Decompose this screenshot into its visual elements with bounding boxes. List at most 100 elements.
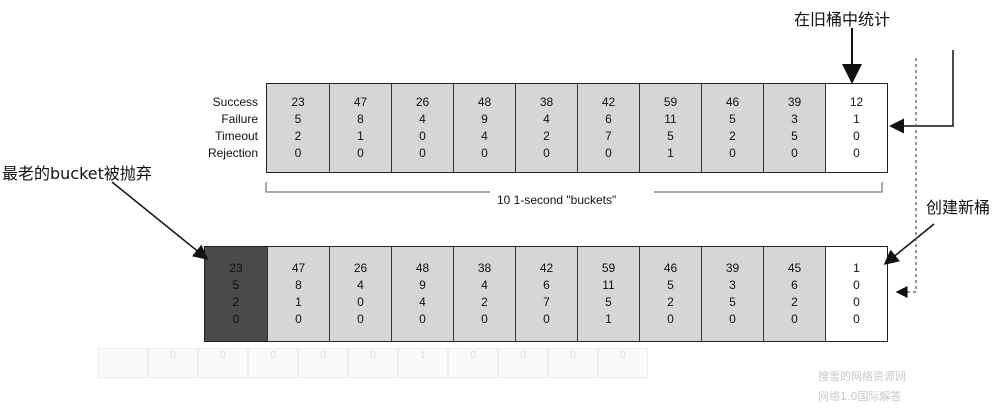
bucket-value: 2 — [791, 295, 798, 309]
bucket-value: 0 — [853, 129, 860, 143]
bucket-value: 9 — [481, 112, 488, 126]
bucket-value: 1 — [295, 295, 302, 309]
bucket-value: 23 — [229, 261, 243, 275]
arrow-oldest-discarded — [111, 181, 209, 260]
annotation-stat-in-old-bucket: 在旧桶中统计 — [794, 10, 891, 29]
bucket-value: 8 — [295, 278, 302, 292]
bucket-value: 39 — [725, 261, 740, 275]
bucket-cell: 48 9 4 0 — [391, 247, 453, 341]
faded-cell: 0 — [248, 348, 298, 378]
bucket-value: 5 — [729, 295, 736, 309]
faded-cell — [98, 348, 148, 378]
bucket-value: 1 — [667, 146, 674, 160]
watermark-line-1: 搜雪的网络资源网 — [818, 370, 906, 383]
faded-cell: 0 — [598, 348, 648, 378]
bucket-value: 4 — [543, 112, 550, 126]
bucket-value: 7 — [605, 129, 612, 143]
bucket-cell: 46 5 2 0 — [639, 247, 701, 341]
bucket-value: 0 — [853, 278, 860, 292]
bucket-value: 2 — [729, 129, 736, 143]
bucket-value: 4 — [419, 112, 426, 126]
bucket-value: 47 — [353, 95, 368, 109]
bucket-value: 6 — [605, 112, 612, 126]
watermark-line-2: 网络1.0国际解答 — [818, 390, 902, 403]
bucket-value: 48 — [477, 95, 492, 109]
bucket-value: 0 — [419, 312, 426, 326]
bucket-value: 6 — [791, 278, 798, 292]
bucket-value: 0 — [481, 312, 488, 326]
row-labels: Success Failure Timeout Rejection — [196, 94, 258, 162]
faded-cell: 0 — [348, 348, 398, 378]
bucket-value: 0 — [729, 312, 736, 326]
bucket-value: 3 — [791, 112, 798, 126]
bucket-value: 5 — [667, 129, 674, 143]
bucket-value: 0 — [667, 312, 674, 326]
bucket-value: 2 — [667, 295, 674, 309]
bucket-value: 0 — [481, 146, 488, 160]
bucket-value: 0 — [294, 146, 302, 160]
bucket-value: 9 — [419, 278, 426, 292]
bucket-value: 0 — [729, 146, 736, 160]
bucket-value: 0 — [232, 312, 240, 326]
bucket-value: 2 — [543, 129, 550, 143]
bucket-cell: 38 4 2 0 — [515, 84, 577, 172]
bucket-value: 1 — [853, 112, 860, 126]
bucket-value: 39 — [787, 95, 802, 109]
bucket-value: 0 — [543, 146, 550, 160]
row-label-rejection: Rejection — [207, 146, 258, 160]
bucket-value: 0 — [791, 146, 798, 160]
bucket-value: 7 — [543, 295, 550, 309]
bucket-value: 23 — [291, 95, 305, 109]
annotation-create-new-bucket: 创建新桶 — [926, 198, 991, 217]
bucket-value: 42 — [539, 261, 554, 275]
bucket-value: 11 — [602, 278, 615, 292]
row-label-success: Success — [212, 95, 258, 109]
bucket-value: 12 — [849, 95, 864, 109]
bucket-value: 0 — [295, 312, 302, 326]
bucket-value: 2 — [481, 295, 488, 309]
bucket-value: 11 — [664, 112, 677, 126]
faded-cell: 0 — [498, 348, 548, 378]
bucket-value: 5 — [729, 112, 736, 126]
bucket-value: 0 — [419, 129, 426, 143]
bucket-span-label: 10 1-second "buckets" — [497, 193, 617, 207]
bucket-value: 0 — [853, 146, 860, 160]
bucket-value: 1 — [605, 312, 612, 326]
bucket-value: 3 — [729, 278, 736, 292]
bucket-value: 8 — [357, 112, 364, 126]
bucket-value: 5 — [294, 112, 302, 126]
bucket-value: 1 — [853, 261, 860, 275]
bucket-value: 0 — [543, 312, 550, 326]
dotted-shift-line — [895, 58, 917, 298]
bucket-value: 4 — [357, 278, 364, 292]
bucket-value: 0 — [357, 312, 364, 326]
bucket-value: 5 — [667, 278, 674, 292]
bucket-value: 38 — [477, 261, 492, 275]
bucket-cell: 12 1 0 0 — [825, 84, 887, 172]
bucket-value: 45 — [787, 261, 802, 275]
bucket-value: 46 — [663, 261, 678, 275]
bucket-value: 46 — [725, 95, 740, 109]
bucket-value: 38 — [539, 95, 554, 109]
bucket-value: 0 — [357, 295, 364, 309]
row-label-timeout: Timeout — [215, 129, 258, 143]
bucket-value: 26 — [415, 95, 430, 109]
bucket-value: 48 — [415, 261, 430, 275]
bucket-value: 0 — [853, 312, 860, 326]
bucket-value: 5 — [605, 295, 612, 309]
bucket-value: 4 — [419, 295, 426, 309]
faded-cell: 0 — [548, 348, 598, 378]
faded-cell: 0 — [198, 348, 248, 378]
